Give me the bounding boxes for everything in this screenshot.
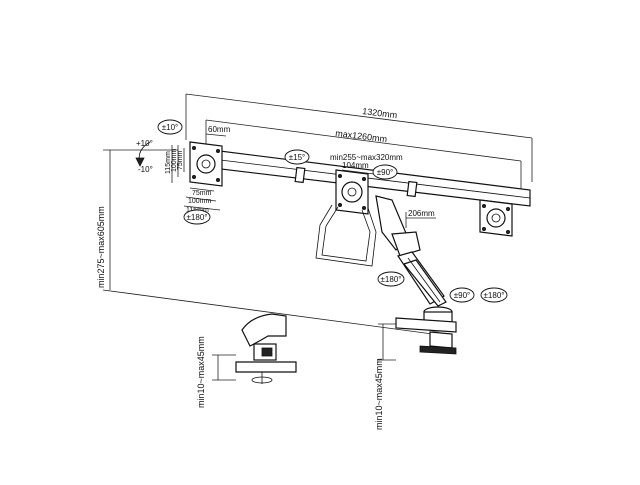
rotation-center: ±90° <box>372 164 398 180</box>
right-vesa-plate <box>479 199 513 237</box>
pole-and-clamp: min10~max45mm <box>374 306 457 430</box>
vesa-75-width-label: 75mm <box>192 190 212 197</box>
rotation-center-label: ±90° <box>377 168 394 177</box>
clamp-range-right-label: min10~max45mm <box>374 358 384 430</box>
rotation-mid-top: ±15° <box>284 149 310 165</box>
vesa-75-height-label: 75mm <box>177 150 184 170</box>
clamp-side-view: min10~max45mm <box>196 313 297 408</box>
clamp-range-left-label: min10~max45mm <box>196 336 206 408</box>
center-stand-frame <box>315 204 377 267</box>
rotation-mid-top-label: ±15° <box>289 153 306 162</box>
arm-206-label: 206mm <box>408 209 435 218</box>
rotation-left-top: ±10° <box>157 119 183 135</box>
vesa-100-width-label: 100mm <box>188 198 212 205</box>
rotation-left-bottom-label: ±180° <box>187 213 208 222</box>
tilt-indicator: +10° -10° <box>135 139 153 174</box>
overall-width-label: 1320mm <box>362 106 398 120</box>
max-width-label: max1260mm <box>335 128 388 144</box>
vesa-60-label: 60mm <box>208 125 231 134</box>
vesa-115-height-label: 115mm <box>165 151 172 174</box>
rotation-base-b-label: ±180° <box>484 291 505 300</box>
tilt-down-label: -10° <box>138 165 153 174</box>
overall-width-dimension: 1320mm <box>185 93 533 182</box>
center-vesa-label: 104mm <box>342 161 369 170</box>
center-span-label: min255~max320mm <box>330 153 403 162</box>
center-vesa-plate <box>335 169 369 215</box>
height-range-label: min275~max605mm <box>96 206 106 288</box>
rotation-left-bottom: ±180° <box>183 209 211 225</box>
left-vesa-plate <box>189 141 223 187</box>
height-dimension: min275~max605mm <box>96 149 441 336</box>
rotation-base-a: ±90° <box>449 287 475 303</box>
rotation-pole-label: ±180° <box>381 275 402 284</box>
rotation-base-a-label: ±90° <box>454 291 471 300</box>
arm-206-dimension: 206mm <box>405 209 436 228</box>
rotation-pole: ±180° <box>377 271 405 287</box>
tilt-up-label: +10° <box>136 139 153 148</box>
center-span-dimension: min255~max320mm 104mm <box>330 153 403 175</box>
rotation-left-top-label: ±10° <box>162 123 179 132</box>
gas-spring-arm <box>375 195 447 307</box>
vesa-100-height-label: 100mm <box>171 148 178 172</box>
rotation-base-b: ±180° <box>480 287 508 303</box>
